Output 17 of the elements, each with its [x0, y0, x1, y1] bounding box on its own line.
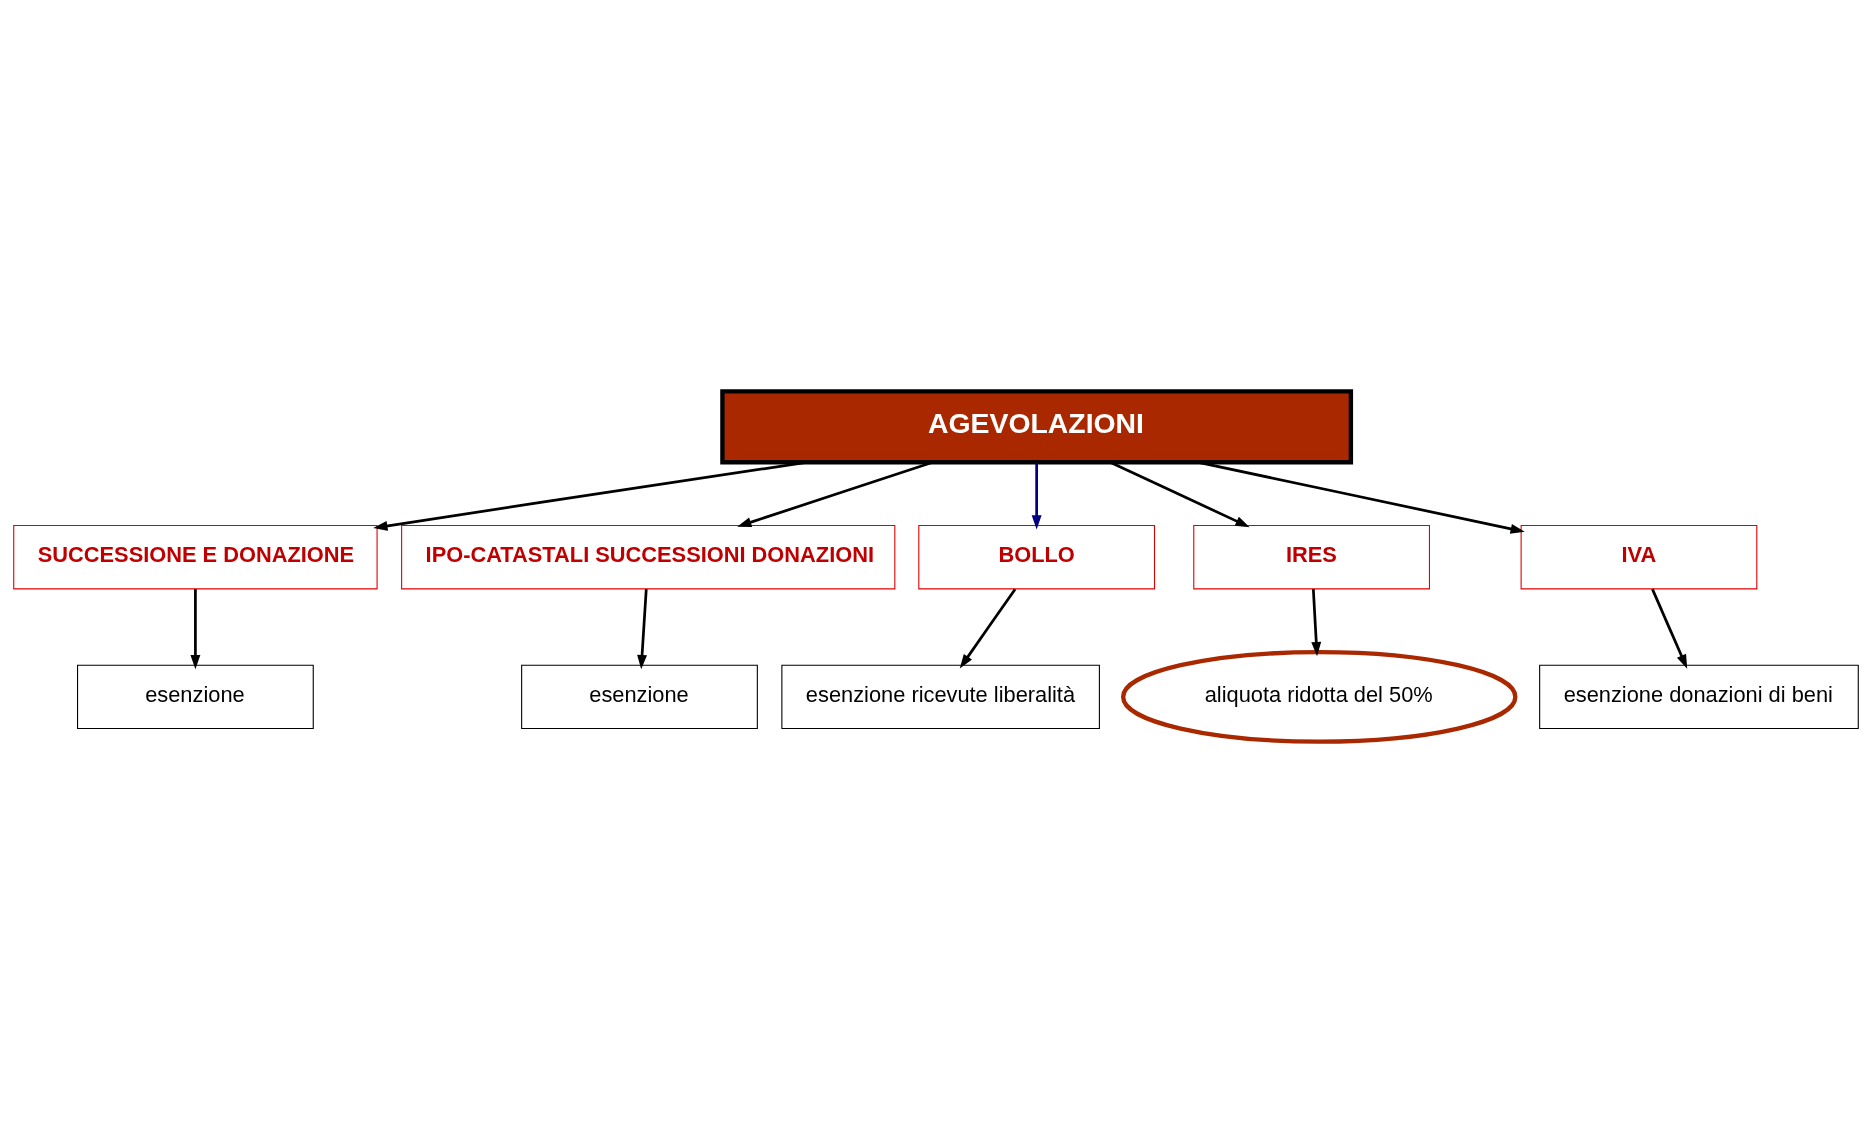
node-box: esenzione	[521, 664, 758, 729]
arrow	[1311, 588, 1322, 656]
node-box: esenzione	[77, 664, 314, 729]
node-box: IPO-CATASTALI SUCCESSIONI DONAZIONI	[401, 524, 896, 589]
node-box: SUCCESSIONE E DONAZIONE	[13, 524, 378, 589]
arrow	[1031, 462, 1042, 529]
arrow	[190, 588, 201, 669]
node-box: AGEVOLAZIONI	[720, 388, 1354, 464]
node-box: IRES	[1193, 524, 1430, 589]
node-box: BOLLO	[918, 524, 1156, 589]
arrow	[1651, 588, 1688, 669]
arrow	[637, 588, 648, 669]
node-ellipse: aliquota ridotta del 50%	[1121, 649, 1518, 744]
node-box: esenzione ricevute liberalità	[781, 664, 1100, 729]
node-box: IVA	[1520, 524, 1758, 589]
arrow	[959, 587, 1017, 668]
node-box: esenzione donazioni di beni	[1539, 664, 1859, 729]
